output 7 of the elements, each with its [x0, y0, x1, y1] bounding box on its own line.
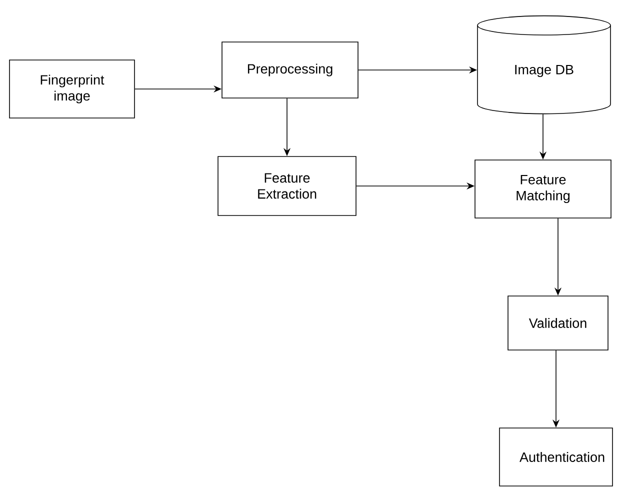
process-box: Feature Extraction — [218, 156, 356, 216]
process-box: Fingerprint image — [9, 60, 135, 118]
process-box: Validation — [508, 296, 608, 350]
database-cylinder: Image DB — [477, 15, 611, 114]
process-box: Preprocessing — [222, 42, 358, 98]
process-box: Authentication — [499, 428, 613, 486]
process-box: Feature Matching — [474, 160, 612, 218]
